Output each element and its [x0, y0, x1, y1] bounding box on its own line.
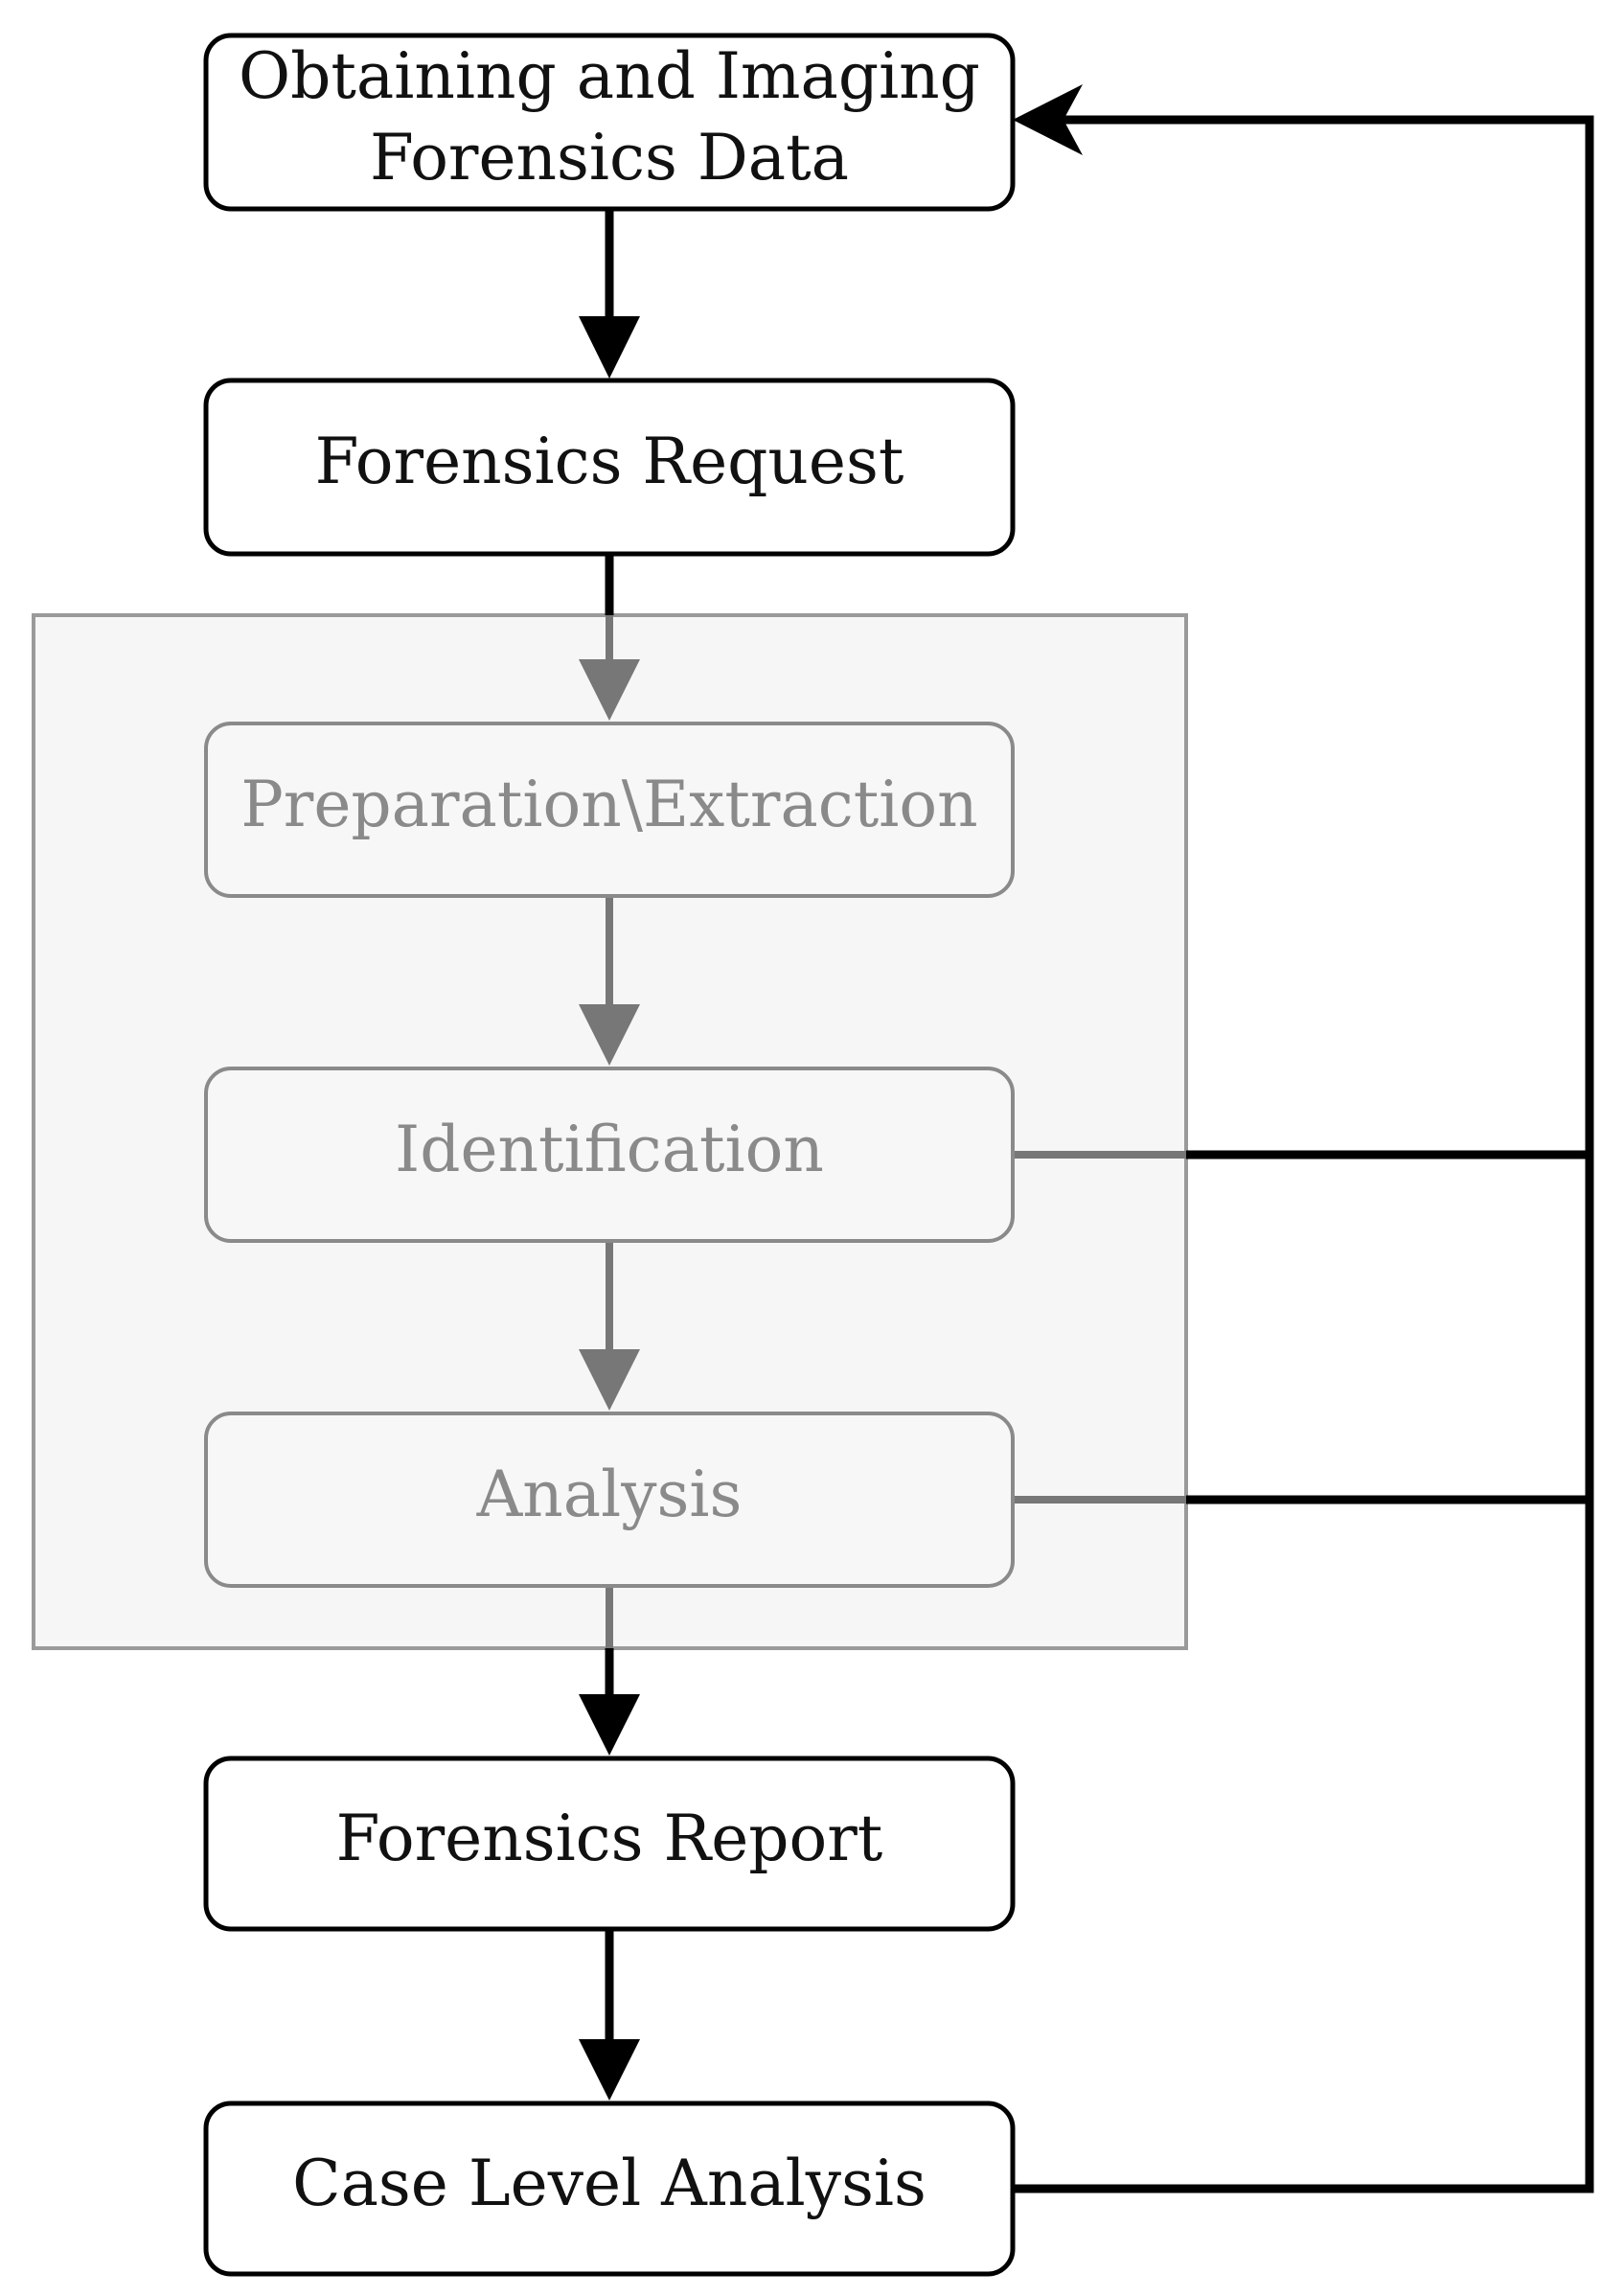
arrowhead-icon: [579, 1004, 640, 1066]
edge-identification-to-analysis: [579, 1241, 640, 1411]
node-label: Forensics Report: [336, 1802, 883, 1875]
node-analysis: Analysis: [204, 1412, 1015, 1588]
node-identification: Identification: [204, 1067, 1015, 1243]
arrowhead-icon: [1013, 84, 1083, 155]
arrowhead-icon: [579, 1694, 640, 1756]
node-label-line-1: Obtaining and Imaging: [239, 39, 980, 113]
edge-analysis-to-report: [579, 1586, 640, 1756]
node-label-line-2: Forensics Data: [370, 121, 849, 195]
arrowhead-icon: [579, 2039, 640, 2101]
arrowhead-icon: [579, 316, 640, 379]
edge-obtaining-to-request: [579, 209, 640, 379]
arrowhead-icon: [579, 659, 640, 721]
node-case-level-analysis: Case Level Analysis: [203, 2101, 1016, 2277]
node-obtaining-imaging: Obtaining and Imaging Forensics Data: [203, 33, 1016, 212]
node-forensics-request: Forensics Request: [203, 378, 1016, 557]
edge-request-to-preparation: [579, 554, 640, 721]
arrowhead-icon: [579, 1349, 640, 1411]
node-forensics-report: Forensics Report: [203, 1756, 1016, 1932]
node-label: Preparation\Extraction: [240, 768, 977, 841]
edge-case-level-feedback-loop: [1013, 84, 1594, 2193]
node-label: Case Level Analysis: [292, 2147, 926, 2220]
edge-preparation-to-identification: [579, 896, 640, 1066]
node-preparation-extraction: Preparation\Extraction: [204, 722, 1015, 898]
node-label: Analysis: [476, 1458, 743, 1531]
node-label: Forensics Request: [315, 425, 904, 498]
node-label: Identification: [395, 1113, 824, 1186]
edge-report-to-case-level: [579, 1929, 640, 2101]
